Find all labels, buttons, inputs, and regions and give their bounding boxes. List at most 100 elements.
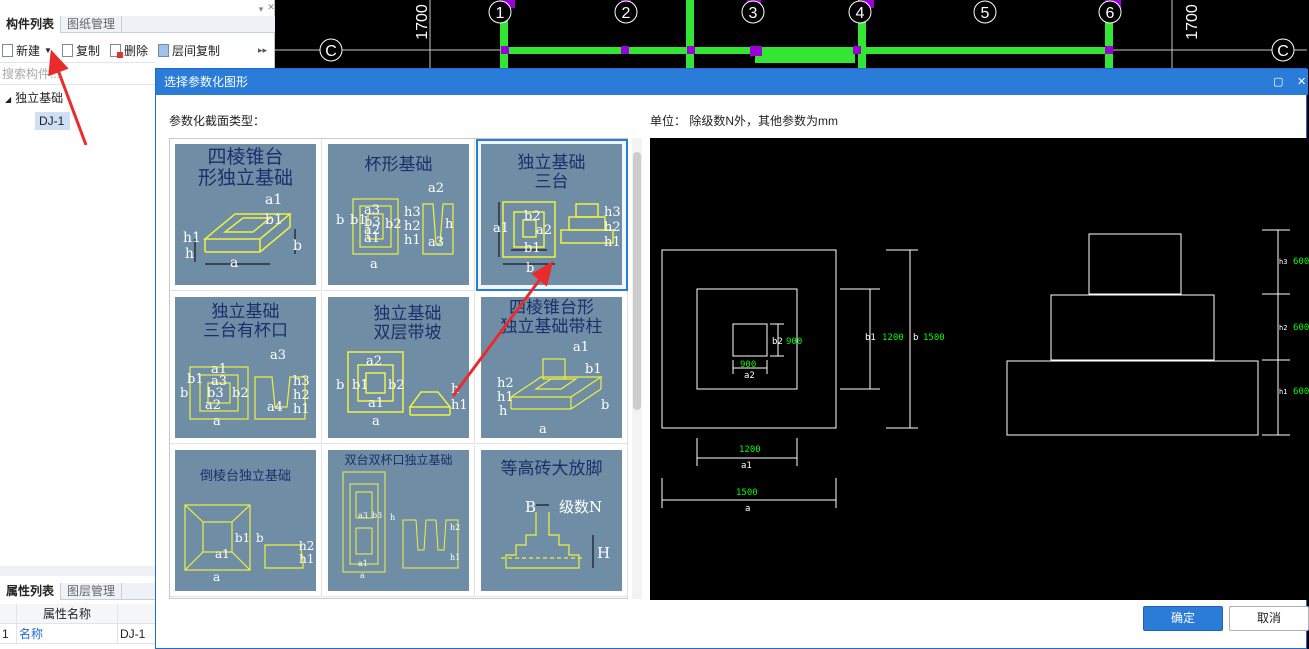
param-label: a: [213, 414, 221, 429]
search-input[interactable]: 搜索构件...: [2, 67, 61, 81]
dropdown-arrow-icon[interactable]: ▼: [44, 45, 52, 55]
cad-canvas[interactable]: C C 1 2 3 4 5 6 1700 1700: [275, 0, 1307, 70]
shape-type-card[interactable]: 独立基础双层带坡 a2 b1 b2 a1 b a h h1: [323, 292, 475, 444]
shape-thumbnail: 独立基础三台 b2 a2 b1 a1 b h3 h2: [481, 144, 622, 285]
param-label: a2: [536, 223, 552, 238]
axis-label: 3: [749, 5, 758, 22]
shape-title: 独立基础: [373, 304, 442, 324]
param-label: h3: [404, 205, 421, 220]
table-row[interactable]: 1 名称 DJ-1: [0, 624, 155, 644]
shape-thumbnail: 杯形基础 a3 b3 b2 a1 a2 b1 a h3: [328, 144, 469, 285]
param-label: h1: [450, 553, 460, 562]
dim-value: 1500: [923, 333, 945, 343]
dialog-title: 选择参数化图形: [164, 75, 249, 89]
floor-copy-button[interactable]: 层间复制: [156, 41, 220, 59]
dim-value: 1200: [882, 333, 904, 343]
plan-middle: [696, 288, 798, 390]
dim-label: a: [745, 504, 750, 514]
axis-label: 1: [496, 5, 505, 22]
axis-label-c: C: [1277, 43, 1289, 60]
elevation-top: [1088, 233, 1182, 295]
param-label: h1: [293, 402, 310, 417]
shape-type-card[interactable]: 双台双杯口独立基础 a3 b3 a1 a h1 h2 h: [323, 445, 475, 597]
param-label: b1: [265, 212, 283, 228]
prop-value[interactable]: DJ-1: [120, 627, 146, 641]
param-label: h: [445, 217, 454, 232]
param-label: b1: [585, 362, 602, 377]
tab-property-list[interactable]: 属性列表: [0, 583, 62, 600]
tab-layer-management[interactable]: 图层管理: [61, 583, 123, 600]
param-label: h1: [183, 230, 201, 246]
param-label: h2: [299, 539, 314, 553]
close-icon[interactable]: ✕: [267, 2, 275, 12]
param-label: b: [336, 378, 344, 393]
shape-preview: b2 900 900 a2 b1 1200 b 1500 1200 a1 150…: [650, 138, 1309, 600]
param-label: a1: [364, 231, 380, 246]
param-label: h1: [404, 233, 421, 248]
param-label: a3: [358, 511, 368, 520]
param-label: b3: [372, 511, 382, 520]
shape-thumbnail: 等高砖大放脚 B 级数N H: [481, 450, 622, 591]
shape-type-card-selected[interactable]: 独立基础三台 b2 a2 b1 a1 b h3 h2: [476, 139, 628, 291]
param-label: b: [526, 261, 534, 276]
param-label: h: [185, 246, 194, 262]
shape-diagram: a3 b3 a1 a h1 h2 h: [342, 471, 460, 580]
shape-title: 独立基础: [211, 302, 280, 322]
param-label: a2: [428, 181, 444, 196]
delete-button[interactable]: 删除: [108, 41, 148, 59]
shape-title: 双台双杯口独立基础: [344, 453, 453, 467]
elevation-middle: [1050, 294, 1215, 361]
param-label: b2: [232, 386, 249, 401]
shape-type-card[interactable]: 四棱锥台形独立基础 a1 b1 h1 h a b: [170, 139, 322, 291]
param-label: b: [180, 386, 188, 401]
shape-title: 形独立基础: [197, 166, 293, 189]
collapse-icon[interactable]: ▾: [258, 4, 264, 14]
tab-drawing-management[interactable]: 图纸管理: [61, 16, 123, 33]
param-label: b1: [187, 372, 204, 387]
shape-type-card[interactable]: 杯形基础 a3 b3 b2 a1 a2 b1 a h3: [323, 139, 475, 291]
param-label: a1: [368, 396, 384, 411]
shape-thumbnail: 独立基础三台有杯口 a3 a1 a3 b3 b2 a2 b1 b: [175, 297, 316, 438]
copy-button[interactable]: 复制: [60, 41, 100, 59]
property-tabs: 属性列表 图层管理: [0, 583, 155, 600]
shape-type-card[interactable]: 等高砖大放脚 B 级数N H: [476, 445, 628, 597]
param-label: b2: [388, 378, 405, 393]
shape-diagram: a2 b1 b2 a1 b a h h1: [336, 351, 468, 429]
shape-title: 倒棱台独立基础: [199, 469, 291, 484]
dim-label: h2: [1279, 324, 1287, 332]
param-label: h1: [604, 235, 621, 250]
floor-copy-label: 层间复制: [171, 43, 220, 58]
shape-diagram: B 级数N H: [501, 498, 610, 569]
scrollbar-thumb[interactable]: [633, 152, 641, 410]
plan-inner: [732, 323, 768, 357]
dim-label: h3: [1279, 258, 1287, 266]
ok-button[interactable]: 确定: [1143, 606, 1223, 631]
expand-icon[interactable]: ◢: [5, 95, 12, 104]
tree-group[interactable]: ◢独立基础: [0, 88, 155, 108]
param-label: h2: [497, 376, 514, 391]
close-icon[interactable]: ✕: [1297, 76, 1307, 88]
shape-thumbnail: 四棱锥台形独立基础 a1 b1 h1 h a b: [175, 144, 316, 285]
param-label: h3: [604, 205, 621, 220]
dimension-label: 1700: [414, 4, 431, 40]
shape-type-card[interactable]: 独立基础三台有杯口 a3 a1 a3 b3 b2 a2 b1 b: [170, 292, 322, 444]
dim-label: a1: [741, 461, 752, 471]
new-button[interactable]: 新建 ▼: [0, 41, 52, 59]
param-label: h2: [293, 388, 310, 403]
tab-component-list[interactable]: 构件列表: [0, 16, 62, 33]
tree-item-dj1[interactable]: DJ-1: [35, 112, 70, 130]
shape-type-card[interactable]: 倒棱台独立基础 b1 a1 a b h2 h1: [170, 445, 322, 597]
maximize-icon[interactable]: ▢: [1273, 76, 1284, 88]
shape-type-card[interactable]: 四棱锥台形独立基础带柱 a1 b1 h2 h1 h a b: [476, 292, 628, 444]
param-label: b2: [524, 209, 541, 224]
grid-scrollbar[interactable]: [632, 138, 642, 599]
shape-thumbnail: 独立基础双层带坡 a2 b1 b2 a1 b a h h1: [328, 297, 469, 438]
elevation-bottom: [1006, 360, 1259, 436]
param-label: h1: [497, 390, 514, 405]
dim-value: 600: [1293, 387, 1309, 397]
more-icon[interactable]: ▸▸: [258, 44, 268, 55]
param-label: a1: [265, 192, 282, 208]
shape-title: 三台: [534, 171, 569, 192]
prop-header-name: 属性名称: [17, 604, 118, 623]
cancel-button[interactable]: 取消: [1229, 606, 1309, 631]
